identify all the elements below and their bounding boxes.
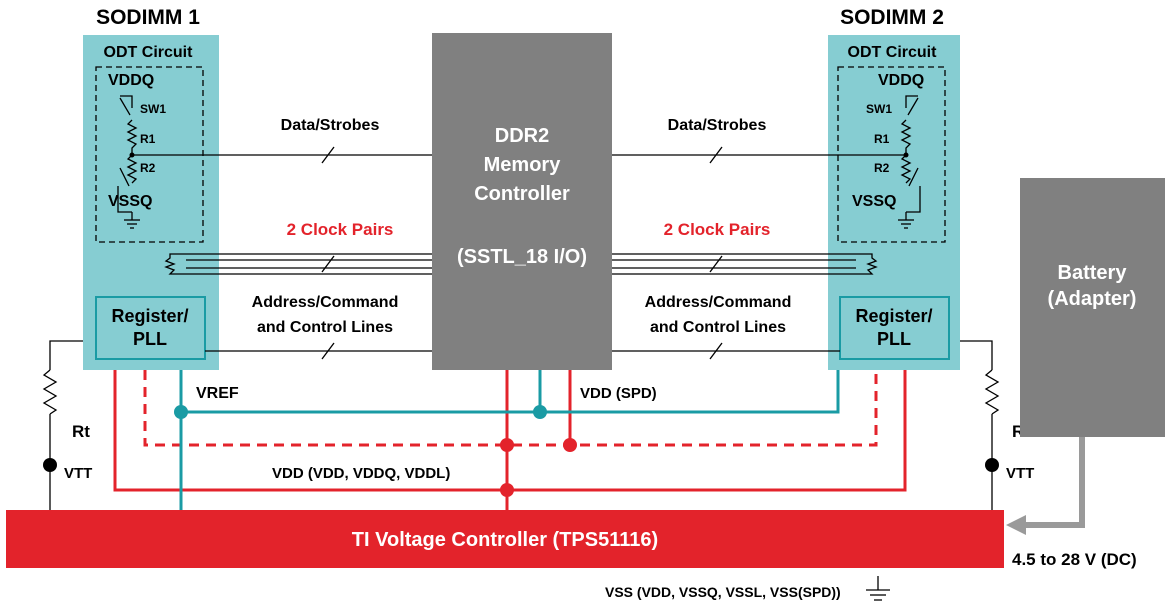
controller-line-1: DDR2 xyxy=(495,125,549,147)
vss-label: VSS (VDD, VSSQ, VSSL, VSS(SPD)) xyxy=(605,584,841,600)
vtt-node-right xyxy=(985,458,999,472)
vss-ground-icon xyxy=(866,576,890,601)
odt-schematic-1 xyxy=(117,95,140,229)
vdd-junction-dashed xyxy=(500,438,514,452)
controller-io-label: (SSTL_18 I/O) xyxy=(457,246,587,268)
ti-voltage-controller-block xyxy=(6,510,1004,568)
register-pll-box-2 xyxy=(839,296,950,360)
r2-label-1: R2 xyxy=(140,161,156,175)
vref-label: VREF xyxy=(196,385,239,402)
sodimm-1: SODIMM 1 ODT Circuit VDDQ SW1 R1 R2 VSSQ… xyxy=(83,6,219,370)
vref-junction-left xyxy=(174,405,188,419)
termination-right xyxy=(960,340,1000,510)
odt-circuit-title-1: ODT Circuit xyxy=(104,44,194,61)
addr-bus-label-right-2: and Control Lines xyxy=(650,319,786,336)
vtt-node-left xyxy=(43,458,57,472)
data-bus-label-left: Data/Strobes xyxy=(281,117,380,134)
battery-block xyxy=(1020,178,1165,437)
sw1-label-1: SW1 xyxy=(140,102,166,116)
clock-bus-label-right: 2 Clock Pairs xyxy=(664,220,771,239)
clock-bus-label-left: 2 Clock Pairs xyxy=(287,220,394,239)
vdd-junction-main xyxy=(500,483,514,497)
battery-feed-line xyxy=(1022,437,1085,528)
battery: Battery (Adapter) xyxy=(1006,178,1165,535)
odt-circuit-title-2: ODT Circuit xyxy=(848,44,938,61)
buses xyxy=(132,146,906,360)
vddq-label-1: VDDQ xyxy=(108,72,154,89)
vdd-spd-dashed-rail xyxy=(143,370,878,447)
sodimm-2-title: SODIMM 2 xyxy=(840,6,944,29)
vtt-label-right: VTT xyxy=(1006,465,1034,482)
battery-label-2: (Adapter) xyxy=(1048,288,1137,310)
input-voltage-label: 4.5 to 28 V (DC) xyxy=(1012,550,1137,569)
vtt-label-left: VTT xyxy=(64,465,92,482)
register-pll-box-1 xyxy=(95,296,206,360)
vdd-label: VDD (VDD, VDDQ, VDDL) xyxy=(272,465,450,482)
addr-bus-label-left-1: Address/Command xyxy=(252,294,399,311)
odt-schematic-2 xyxy=(898,95,921,229)
r1-label-2: R1 xyxy=(874,132,890,146)
addr-bus-label-right-1: Address/Command xyxy=(645,294,792,311)
vdd-spd-junction xyxy=(563,438,577,452)
vssq-label-1: VSSQ xyxy=(108,193,152,210)
memory-controller-block xyxy=(432,33,612,370)
r2-label-2: R2 xyxy=(874,161,890,175)
sw1-label-2: SW1 xyxy=(866,102,892,116)
battery-feed-arrow xyxy=(1006,515,1026,535)
controller-line-3: Controller xyxy=(474,183,570,205)
odt-circuit-box-2 xyxy=(837,66,946,243)
pll-label-1: PLL xyxy=(133,329,167,349)
clock-termination-1 xyxy=(164,253,186,275)
addr-bus-label-left-2: and Control Lines xyxy=(257,319,393,336)
rt-label-left: Rt xyxy=(72,422,90,441)
vssq-label-2: VSSQ xyxy=(852,193,896,210)
register-label-1: Register/ xyxy=(111,306,188,326)
battery-label-1: Battery xyxy=(1058,262,1128,284)
sodimm-2: SODIMM 2 ODT Circuit VDDQ SW1 R1 R2 VSSQ… xyxy=(828,6,960,370)
vdd-spd-label: VDD (SPD) xyxy=(580,385,657,402)
clock-termination-2 xyxy=(856,253,878,275)
controller-line-2: Memory xyxy=(484,154,562,176)
register-label-2: Register/ xyxy=(855,306,932,326)
pll-label-2: PLL xyxy=(877,329,911,349)
vref-junction-center xyxy=(533,405,547,419)
memory-controller: DDR2 Memory Controller (SSTL_18 I/O) xyxy=(432,33,612,370)
ti-voltage-controller-label: TI Voltage Controller (TPS51116) xyxy=(352,529,658,551)
r1-label-1: R1 xyxy=(140,132,156,146)
vddq-label-2: VDDQ xyxy=(878,72,924,89)
sodimm-1-title: SODIMM 1 xyxy=(96,6,200,29)
data-bus-label-right: Data/Strobes xyxy=(668,117,767,134)
